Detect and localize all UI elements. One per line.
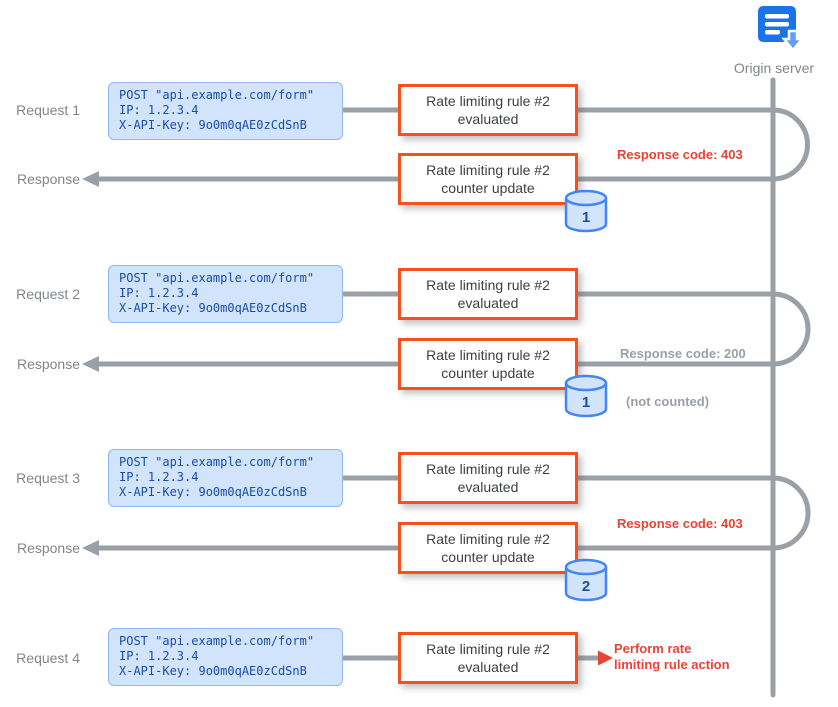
request-ip-line: IP: 1.2.3.4 [119, 470, 199, 484]
rule-box-line1: Rate limiting rule #2 [426, 641, 550, 657]
request-method-line: POST "api.example.com/form" [119, 455, 315, 469]
action-note-line2: limiting rule action [614, 657, 730, 672]
rule-counter-box-1: Rate limiting rule #2 counter update [398, 153, 578, 205]
origin-server-label: Origin server [733, 60, 815, 76]
rule-evaluated-box-3: Rate limiting rule #2 evaluated [398, 452, 578, 504]
counter-db-icon-2: 1 [564, 374, 608, 418]
rule-box-line1: Rate limiting rule #2 [426, 347, 550, 363]
rule-evaluated-box-2: Rate limiting rule #2 evaluated [398, 268, 578, 320]
request-method-line: POST "api.example.com/form" [119, 271, 315, 285]
rule-box-line2: evaluated [457, 659, 519, 675]
request-payload-box-2: POST "api.example.com/form" IP: 1.2.3.4 … [108, 265, 343, 323]
request-ip-line: IP: 1.2.3.4 [119, 103, 199, 117]
request-apikey-line: X-API-Key: 9o0m0qAE0zCdSnB [119, 664, 307, 678]
rule-box-line2: evaluated [457, 295, 519, 311]
counter-db-icon-1: 1 [564, 189, 608, 233]
response-code-note-1: Response code: 403 [617, 147, 743, 162]
rule-box-line1: Rate limiting rule #2 [426, 162, 550, 178]
rule-box-line1: Rate limiting rule #2 [426, 531, 550, 547]
request-method-line: POST "api.example.com/form" [119, 634, 315, 648]
rule-evaluated-box-4: Rate limiting rule #2 evaluated [398, 632, 578, 684]
rule-box-line2: evaluated [457, 111, 519, 127]
counter-value-1: 1 [582, 209, 590, 226]
request-label-2: Request 2 [16, 286, 80, 302]
response-arrowhead-1 [82, 171, 99, 187]
rule-counter-box-2: Rate limiting rule #2 counter update [398, 338, 578, 390]
counter-db-icon-3: 2 [564, 558, 608, 602]
origin-loop-arc-3 [770, 475, 811, 551]
rule-box-line2: counter update [441, 365, 535, 381]
response-code-note-2: Response code: 200 [620, 346, 746, 361]
response-arrowhead-2 [82, 356, 99, 372]
request-label-1: Request 1 [16, 102, 80, 118]
origin-loop-arc-1 [770, 107, 810, 182]
response-label-3: Response [16, 540, 80, 556]
request-apikey-line: X-API-Key: 9o0m0qAE0zCdSnB [119, 485, 307, 499]
request-label-4: Request 4 [16, 650, 80, 666]
rule-box-line2: counter update [441, 549, 535, 565]
response-label-1: Response [16, 171, 80, 187]
rule-evaluated-box-1: Rate limiting rule #2 evaluated [398, 84, 578, 136]
origin-server-icon [758, 6, 803, 52]
rule-box-line1: Rate limiting rule #2 [426, 461, 550, 477]
rule-counter-box-3: Rate limiting rule #2 counter update [398, 522, 578, 574]
request-label-3: Request 3 [16, 470, 80, 486]
action-note: Perform rate limiting rule action [614, 641, 730, 673]
response-code-note-3: Response code: 403 [617, 516, 743, 531]
action-note-line1: Perform rate [614, 641, 692, 656]
rule-box-line2: counter update [441, 180, 535, 196]
rule-box-line1: Rate limiting rule #2 [426, 93, 550, 109]
response-arrowhead-3 [82, 540, 99, 556]
request-apikey-line: X-API-Key: 9o0m0qAE0zCdSnB [119, 301, 307, 315]
request-method-line: POST "api.example.com/form" [119, 88, 315, 102]
counter-value-3: 2 [582, 578, 590, 595]
request-apikey-line: X-API-Key: 9o0m0qAE0zCdSnB [119, 118, 307, 132]
counter-value-2: 1 [582, 394, 590, 411]
request-payload-box-1: POST "api.example.com/form" IP: 1.2.3.4 … [108, 82, 343, 140]
origin-loop-arc-2 [770, 291, 811, 367]
request-payload-box-3: POST "api.example.com/form" IP: 1.2.3.4 … [108, 449, 343, 507]
request-payload-box-4: POST "api.example.com/form" IP: 1.2.3.4 … [108, 628, 343, 686]
request-ip-line: IP: 1.2.3.4 [119, 286, 199, 300]
request-ip-line: IP: 1.2.3.4 [119, 649, 199, 663]
not-counted-note: (not counted) [626, 394, 710, 409]
response-label-2: Response [16, 356, 80, 372]
rule-box-line2: evaluated [457, 479, 519, 495]
rule-box-line1: Rate limiting rule #2 [426, 277, 550, 293]
action-arrowhead [598, 650, 613, 666]
